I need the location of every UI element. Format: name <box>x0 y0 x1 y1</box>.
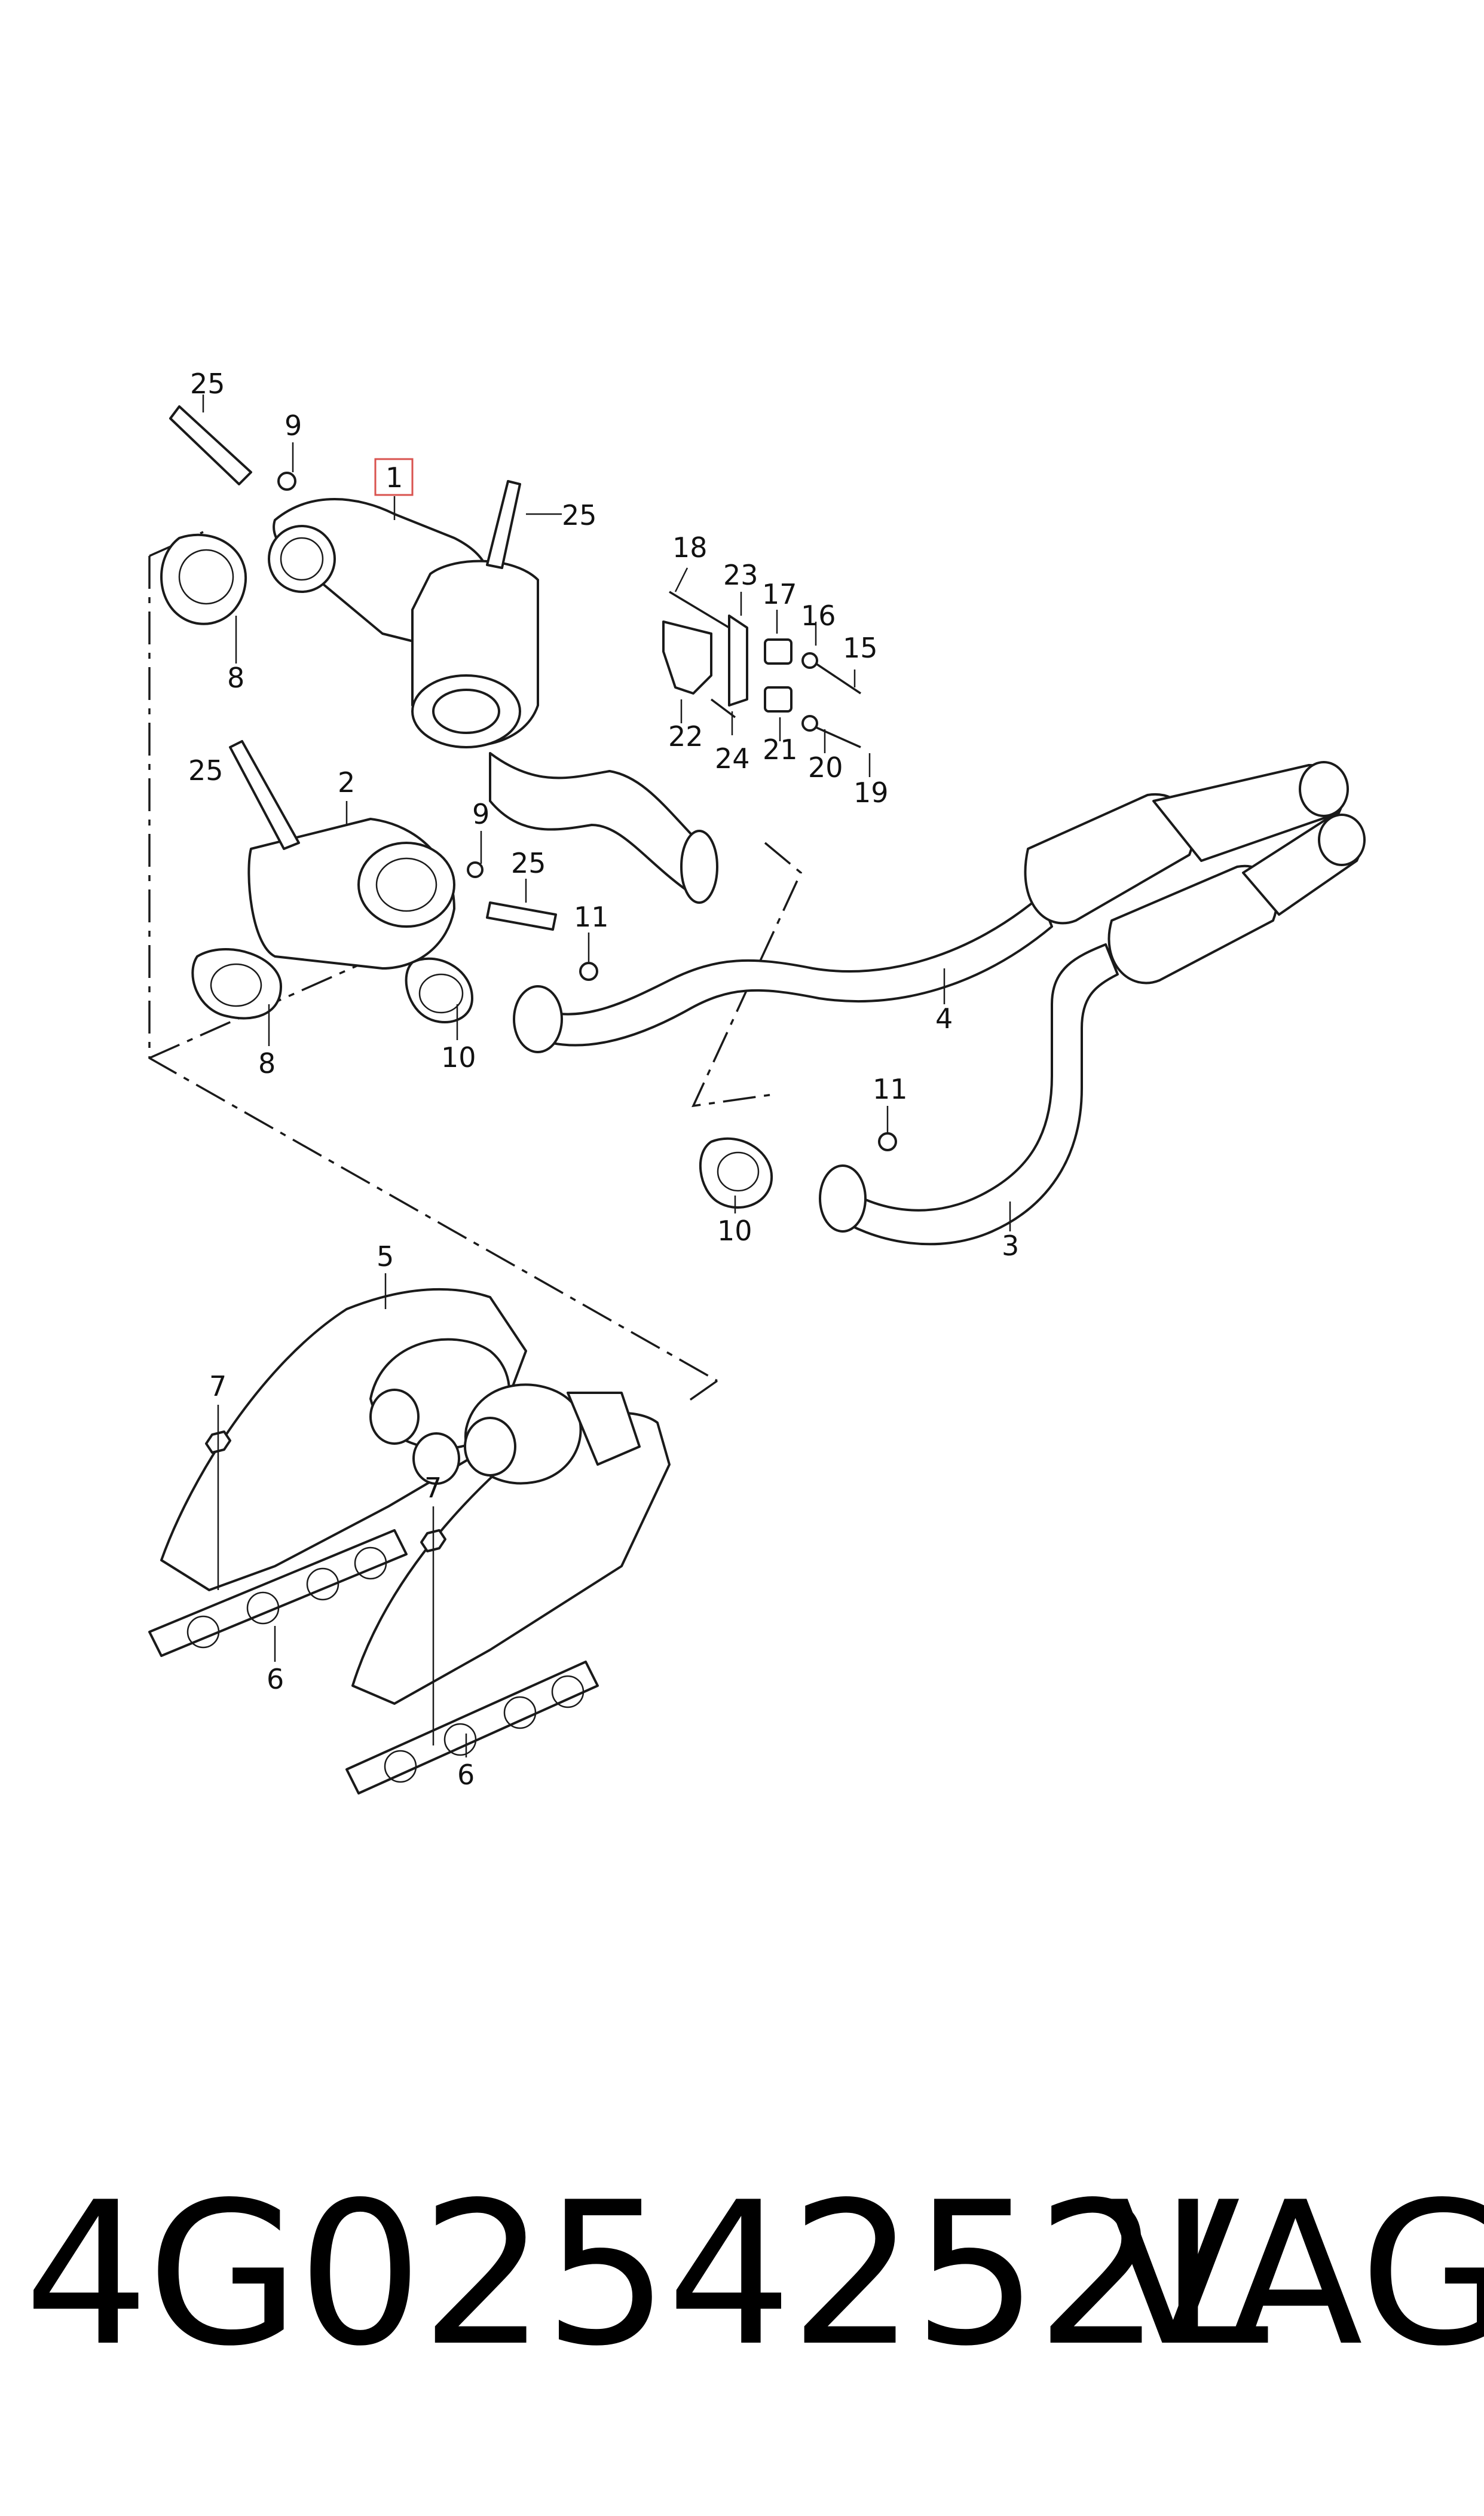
callout-1: 1 <box>385 461 403 494</box>
callout-6-lower: 6 <box>457 1759 475 1791</box>
oxygen-sensors <box>169 405 897 1151</box>
callout-18: 18 <box>672 531 708 564</box>
brand-label: VAG <box>1106 2160 1484 2389</box>
callout-25-top-left: 25 <box>190 368 225 400</box>
callout-11-lower: 11 <box>873 1073 908 1105</box>
callout-8-middle: 8 <box>258 1047 276 1080</box>
callout-9-middle: 9 <box>472 798 489 830</box>
callout-17: 17 <box>762 578 797 610</box>
callout-15: 15 <box>843 632 878 664</box>
callout-16: 16 <box>801 600 836 632</box>
callout-4: 4 <box>935 1002 953 1035</box>
callout-25-top-right: 25 <box>562 499 597 531</box>
callout-25-middle: 25 <box>511 847 546 879</box>
callout-23: 23 <box>723 559 758 591</box>
callout-7-right: 7 <box>424 1472 442 1504</box>
callout-2: 2 <box>338 766 355 799</box>
callout-7-left: 7 <box>209 1370 227 1402</box>
callout-leaders <box>202 395 1011 1757</box>
callout-21: 21 <box>763 733 798 766</box>
callout-5: 5 <box>377 1240 394 1273</box>
callout-10-right: 10 <box>717 1215 752 1247</box>
gasket-10 <box>699 1137 773 1209</box>
callout-11-upper: 11 <box>574 901 609 933</box>
callout-8-top: 8 <box>227 662 244 694</box>
intermediate-pipe-4 <box>513 761 1349 1053</box>
catalytic-converter-2 <box>191 818 473 1023</box>
callout-20: 20 <box>808 751 843 784</box>
intermediate-pipe-3 <box>819 814 1366 1246</box>
callout-9-top: 9 <box>284 409 302 442</box>
manifold-gasket-6 <box>148 1529 599 1794</box>
exhaust-manifold-5 <box>160 1288 671 1705</box>
callout-22: 22 <box>668 720 703 753</box>
callout-6-upper: 6 <box>267 1663 284 1695</box>
callout-labels: 25 9 1 25 8 18 23 17 16 15 22 24 21 20 1… <box>188 368 1019 1791</box>
callout-25-middle-left: 25 <box>188 754 224 787</box>
exhaust-system-diagram: 25 9 1 25 8 18 23 17 16 15 22 24 21 20 1… <box>148 368 1366 1794</box>
catalytic-converter-1 <box>160 498 718 904</box>
callout-24: 24 <box>715 742 750 775</box>
callout-10-left: 10 <box>441 1041 476 1074</box>
part-number-label: 4G0254252L <box>24 2160 1269 2389</box>
highlight-box-part-1 <box>374 458 414 496</box>
callout-19: 19 <box>853 776 889 809</box>
callout-3: 3 <box>1002 1230 1019 1262</box>
bracket-assembly <box>662 591 861 748</box>
